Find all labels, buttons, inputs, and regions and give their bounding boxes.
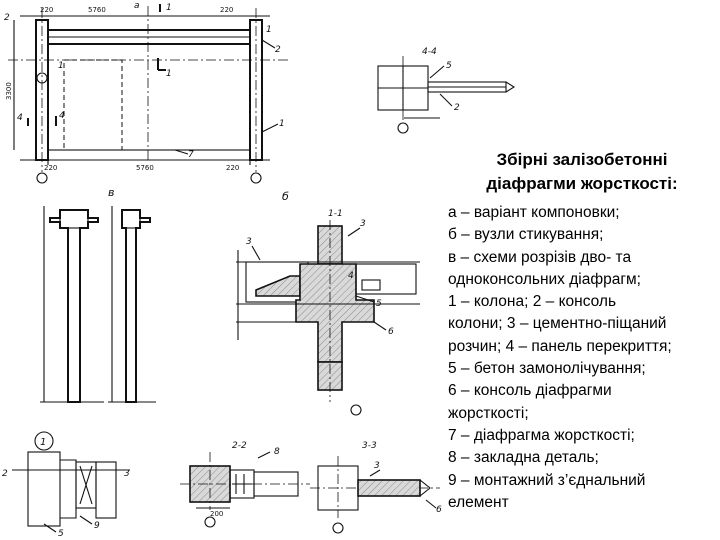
- door-opening: [63, 59, 123, 151]
- label-b: б: [282, 190, 289, 203]
- legend-line: 6 – консоль діафрагми: [448, 382, 612, 400]
- section-1-1-marker-6: 6: [388, 327, 394, 337]
- legend-line: 1 – колона; 2 – консоль: [448, 293, 617, 311]
- two-console-diaphragm: [49, 209, 99, 403]
- dim-220-bottom-right: 220: [226, 164, 239, 172]
- section-4-4-title: 4-4: [422, 47, 437, 57]
- label-a: а: [134, 1, 140, 11]
- section-3-3-title: 3-3: [362, 441, 377, 451]
- section-2-2-dim-200: 200: [210, 510, 223, 518]
- section-1-1-marker-4: 4: [348, 271, 354, 281]
- marker-2: 2: [275, 45, 281, 55]
- dim-5760-bottom: 5760: [136, 164, 154, 172]
- marker-1-mid: 1: [166, 69, 172, 79]
- marker-1-left: 1: [58, 61, 64, 71]
- joint-node: [295, 263, 375, 363]
- caption-legend: а – варіант компоновки; б – вузли стикув…: [448, 202, 716, 514]
- section-3-3-marker-3: 3: [374, 461, 380, 471]
- section-1-1-title: 1-1: [328, 209, 343, 219]
- section-4-4-marker-5: 5: [446, 61, 452, 71]
- marker-4-left: 4: [17, 113, 23, 123]
- legend-line: жорсткості;: [448, 404, 529, 422]
- floor-panel-right: [355, 263, 417, 295]
- dim-220-bottom-left: 220: [44, 164, 57, 172]
- node-1-detail: 1 2 3 5 9: [2, 431, 130, 539]
- section-1-1: 1-1 б 3 3 5 6 4: [236, 190, 420, 416]
- legend-line: колони; 3 – цементно-піщаний: [448, 315, 667, 333]
- section-3-3-marker-6: 6: [436, 505, 442, 515]
- legend-line: 8 – закладна деталь;: [448, 449, 599, 467]
- legend-line: 7 – діафрагма жорсткості;: [448, 426, 635, 444]
- legend-line: розчин; 4 – панель перекриття;: [448, 337, 672, 355]
- section-3-3: 3-3 3 6: [310, 441, 442, 534]
- section-2-2: 2-2 200 8: [180, 441, 310, 528]
- legend-line: 9 – монтажний з’єднальний: [448, 471, 646, 489]
- section-2-2-title: 2-2: [232, 441, 247, 451]
- section-4-4-marker-2: 2: [454, 103, 460, 113]
- marker-1-top: 1: [166, 3, 172, 13]
- dim-5760-top: 5760: [88, 6, 106, 14]
- node-1-number: 1: [40, 437, 46, 448]
- marker-7: 7: [188, 150, 194, 160]
- legend-line: б – вузли стикування;: [448, 226, 604, 244]
- legend-line: в – схеми розрізів дво- та: [448, 248, 632, 266]
- section-1-1-marker-3: 3: [360, 219, 366, 229]
- node-1-marker-5: 5: [58, 529, 64, 539]
- figure-caption: Збірні залізобетонні діафрагми жорсткост…: [448, 148, 716, 514]
- marker-4-right: 4: [59, 111, 65, 121]
- section-4-4: 4-4 5 2: [377, 47, 516, 134]
- legend-line: одноконсольних діафрагм;: [448, 270, 641, 288]
- section-1-1-marker-3-left: 3: [246, 237, 252, 247]
- section-2-2-marker-8: 8: [274, 447, 280, 457]
- legend-line: а – варіант компоновки;: [448, 204, 620, 221]
- one-console-diaphragm: [121, 209, 151, 403]
- dim-220-top-right: 220: [220, 6, 233, 14]
- marker-1-column: 1: [279, 119, 285, 129]
- layout-variant-a: а 1 1 1 2 1 1 7 4 4 2 220 5760 220 220 5…: [4, 1, 290, 184]
- label-v: в: [108, 186, 114, 199]
- node-1-marker: [34, 431, 54, 451]
- dim-220-top-left: 220: [40, 6, 53, 14]
- section-schemes-v: в: [40, 186, 156, 403]
- node-1-marker-2: 2: [2, 469, 8, 479]
- marker-1-right: 1: [266, 25, 272, 35]
- legend-line: елемент: [448, 493, 509, 511]
- caption-title: Збірні залізобетонні діафрагми жорсткост…: [486, 150, 678, 193]
- node-1-marker-9: 9: [94, 521, 100, 531]
- section-1-1-marker-5: 5: [376, 299, 382, 309]
- node-1-marker-3: 3: [124, 469, 130, 479]
- legend-line: 5 – бетон замонолічування;: [448, 360, 646, 378]
- marker-2-top: 2: [4, 13, 10, 23]
- dim-3300: 3300: [5, 82, 13, 100]
- diaphragm-panel: [47, 43, 251, 151]
